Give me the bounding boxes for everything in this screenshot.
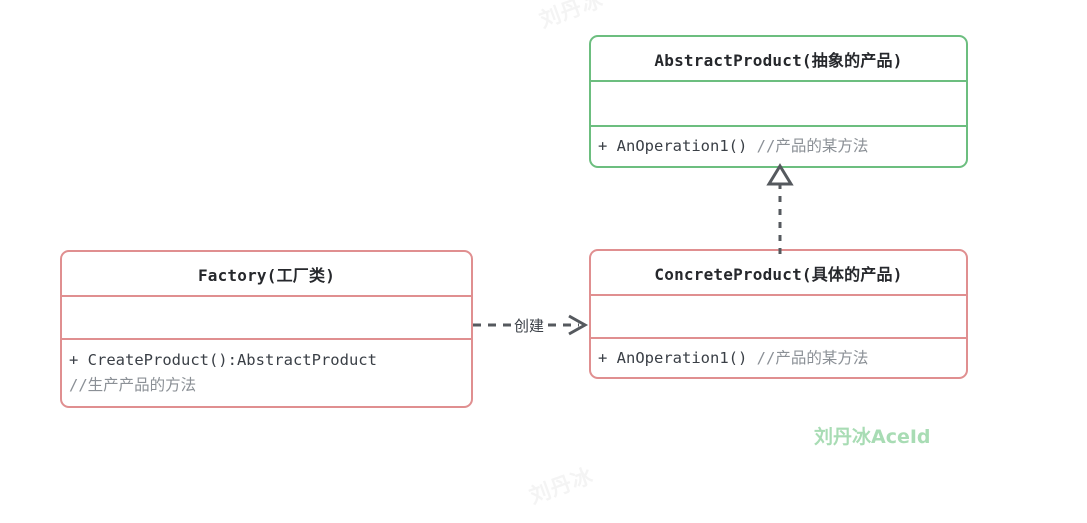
operation-signature: + CreateProduct():AbstractProduct (69, 351, 377, 369)
operation-row: //生产产品的方法 (69, 373, 471, 398)
class-attributes-abstract-product (591, 82, 966, 127)
class-title-abstract-product: AbstractProduct(抽象的产品) (591, 37, 966, 82)
operation-comment: //产品的某方法 (756, 137, 869, 155)
connector-label-create: 创建 (512, 315, 547, 336)
connector-realization-concrete-to-abstract (766, 163, 794, 254)
operation-row: + CreateProduct():AbstractProduct (69, 348, 471, 373)
class-operations-abstract-product: + AnOperation1() //产品的某方法 (591, 127, 966, 166)
watermark-faint-top: 刘丹冰 (536, 0, 607, 33)
class-title-concrete-product: ConcreteProduct(具体的产品) (591, 251, 966, 296)
operation-comment: //生产产品的方法 (69, 376, 197, 394)
class-box-factory[interactable]: Factory(工厂类) + CreateProduct():AbstractP… (60, 250, 473, 408)
class-operations-factory: + CreateProduct():AbstractProduct //生产产品… (62, 340, 471, 406)
watermark-signature: 刘丹冰AceId (814, 426, 931, 448)
class-box-concrete-product[interactable]: ConcreteProduct(具体的产品) + AnOperation1() … (589, 249, 968, 379)
class-attributes-factory (62, 297, 471, 340)
operation-row: + AnOperation1() //产品的某方法 (598, 134, 966, 159)
class-title-factory: Factory(工厂类) (62, 252, 471, 297)
class-operations-concrete-product: + AnOperation1() //产品的某方法 (591, 339, 966, 377)
operation-row: + AnOperation1() //产品的某方法 (598, 346, 966, 371)
operation-signature: + AnOperation1() (598, 137, 748, 155)
operation-signature: + AnOperation1() (598, 348, 748, 367)
class-box-abstract-product[interactable]: AbstractProduct(抽象的产品) + AnOperation1() … (589, 35, 968, 168)
hollow-triangle-arrowhead (766, 163, 794, 186)
open-arrowhead (568, 314, 589, 336)
operation-comment: //产品的某方法 (756, 348, 869, 367)
watermark-faint-bottom: 刘丹冰 (526, 463, 597, 509)
class-attributes-concrete-product (591, 296, 966, 339)
